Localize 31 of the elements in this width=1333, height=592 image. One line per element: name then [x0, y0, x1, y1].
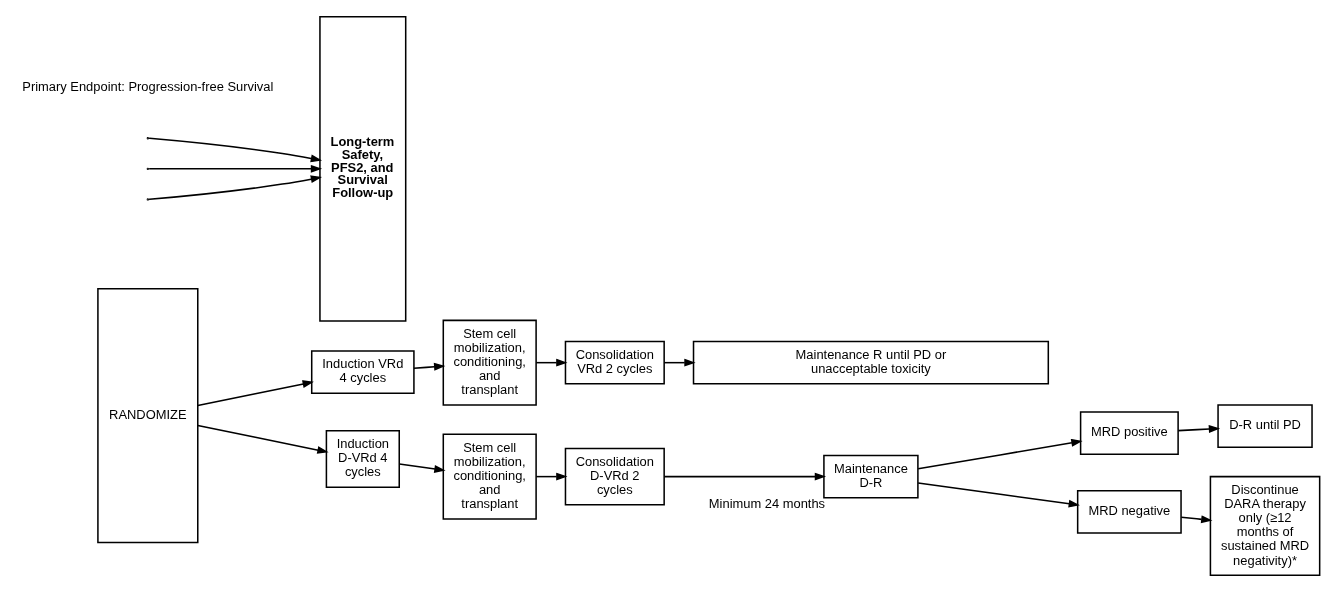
node-box: Discontinue DARA therapy only (≥12 months of sustained MRD negativity)* — [1209, 475, 1321, 577]
node-box: D-R until PD — [1217, 404, 1313, 448]
arrow — [917, 482, 1080, 508]
node-box: Maintenance R until PD or unacceptable toxicity — [692, 340, 1050, 385]
arrow — [197, 380, 314, 407]
node-box: Consolidation VRd 2 cycles — [564, 340, 665, 385]
node-box: Stem cell mobilization, conditioning, and transplant — [442, 433, 537, 520]
node-box: Stem cell mobilization, conditioning, and transplant — [442, 319, 537, 406]
arrow — [535, 358, 568, 367]
arrow — [148, 175, 323, 201]
arrow — [1180, 515, 1213, 524]
arrow — [398, 463, 446, 473]
label: Primary Endpoint: Progression-free Survival — [22, 79, 274, 95]
arrow — [917, 438, 1083, 470]
node-box: Long-term Safety, PFS2, and Survival Follow-up — [319, 15, 407, 322]
node-box: RANDOMIZE — [97, 287, 199, 544]
node-box: MRD positive — [1079, 411, 1179, 456]
arrow — [413, 362, 446, 371]
arrow — [663, 472, 827, 481]
arrow — [663, 358, 696, 367]
arrow — [197, 424, 329, 454]
node-box: Induction VRd 4 cycles — [310, 350, 415, 394]
arrow — [1177, 425, 1221, 433]
arrow — [148, 164, 323, 173]
node-label: Minimum 24 months — [708, 496, 826, 512]
node-box: Consolidation D-VRd 2 cycles — [564, 447, 665, 506]
node-box: Induction D-VRd 4 cycles — [325, 430, 400, 488]
arrow — [535, 472, 568, 481]
node-box: MRD negative — [1076, 489, 1182, 534]
arrow — [148, 137, 323, 163]
node-box: Maintenance D-R — [823, 454, 919, 499]
